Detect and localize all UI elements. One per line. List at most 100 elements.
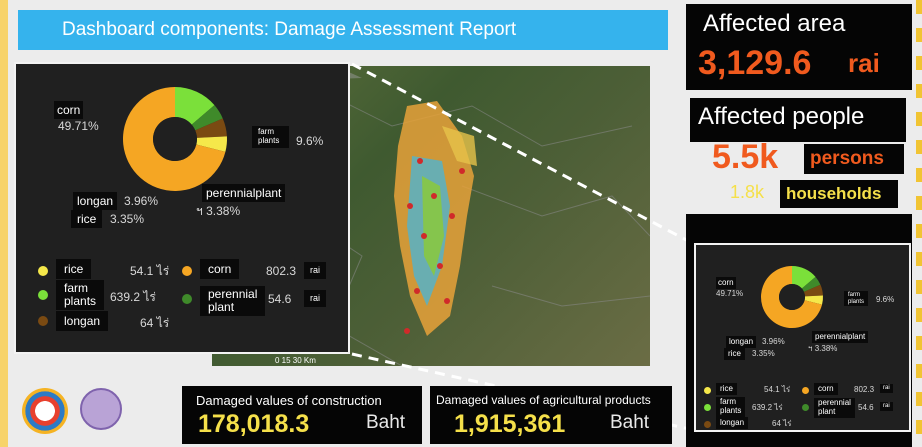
small-label-corn: corn: [716, 277, 736, 289]
label-longan: longan: [73, 192, 118, 211]
small-label-rice: rice: [724, 348, 745, 360]
donut-slice-perennial-plant: [191, 105, 223, 131]
legend-farm-plants-label: farm plants: [56, 280, 105, 311]
label-rice: rice: [71, 210, 103, 229]
small-legend-longan-dot: [704, 421, 711, 428]
small-legend-perennial-plant-label: perennial plant: [814, 398, 855, 418]
affected-area-value: 3,129.6: [698, 44, 812, 82]
legend-corn-value: 802.3: [266, 264, 297, 278]
donut-slice-farm-plants: [175, 87, 215, 125]
small-legend-perennial-plant-dot: [802, 404, 809, 411]
donut-slice-corn: [123, 87, 226, 191]
small-legend-corn-value: 802.3: [854, 385, 875, 394]
small-pct-corn: 49.71%: [716, 289, 744, 298]
small-legend-farm-plants-dot: [704, 404, 711, 411]
legend-perennial-plant-dot: [182, 294, 192, 304]
small-legend-farm-plants-label: farm plants: [716, 397, 746, 417]
small-label-farm-plants: farm plants: [844, 291, 869, 307]
donut-slices-small: [761, 266, 823, 328]
legend-rice-value: 54.1 ไร่: [130, 264, 170, 278]
pct-longan: 3.96%: [124, 194, 159, 208]
legend-rice-label: rice: [56, 259, 92, 280]
donut-slices: [123, 87, 227, 191]
affected-area-label: Affected area: [703, 10, 846, 37]
affected-people-unit: persons: [810, 148, 884, 169]
donut-slice-rice: [804, 295, 823, 305]
donut-hole: [153, 117, 197, 161]
small-pct-rice: 3.35%: [752, 349, 775, 358]
small-legend-corn-unit: rai: [880, 384, 893, 394]
small-legend-perennial-plant-unit: rai: [880, 402, 893, 412]
affected-people-value: 5.5k: [712, 138, 779, 176]
institution-logo-right: [80, 388, 122, 430]
left-accent-bar: [0, 0, 8, 447]
construction-card: [182, 386, 422, 444]
small-label-perennial-plant: perennialplant: [812, 331, 869, 343]
donut-slice-longan: [195, 118, 227, 138]
households-unit: households: [786, 184, 882, 203]
legend-perennial-plant-unit: rai: [304, 290, 327, 307]
persons-unit-bg: [804, 144, 904, 174]
small-legend-corn-label: corn: [814, 383, 838, 395]
agriculture-value: 1,915,361: [454, 410, 566, 438]
households-unit-bg: [780, 180, 898, 208]
donut-panel-small: corn 49.71% farm plants 9.6% longan 3.96…: [694, 243, 911, 432]
page-title: Dashboard components: Damage Assessment …: [62, 19, 517, 40]
donut-chart-large: [123, 87, 227, 191]
small-legend-corn-dot: [802, 387, 809, 394]
right-dashed-border: [916, 0, 922, 447]
legend-corn-dot: [182, 266, 192, 276]
small-legend-rice-dot: [704, 387, 711, 394]
construction-unit: Baht: [366, 412, 406, 433]
donut-hole-small: [779, 284, 805, 310]
affected-people-label: Affected people: [698, 103, 865, 130]
donut-panel-large: corn 49.71% farm plants 9.6% longan 3.96…: [14, 62, 350, 354]
small-legend-longan-label: longan: [716, 417, 749, 429]
affected-area-unit: rai: [848, 48, 880, 78]
legend-longan-dot: [38, 316, 48, 326]
small-label-longan: longan: [726, 336, 757, 348]
small-pct-perennial-plant: ฯ 3.38%: [808, 344, 838, 353]
legend-corn-label: corn: [200, 259, 240, 280]
households-value: 1.8k: [730, 182, 765, 202]
institution-logo-left: [22, 388, 68, 434]
agriculture-unit: Baht: [610, 412, 650, 433]
legend-rice-dot: [38, 266, 48, 276]
title-bar: Dashboard components: Damage Assessment …: [18, 10, 668, 50]
pct-corn: 49.71%: [58, 119, 99, 133]
legend-longan-value: 64 ไร่: [140, 316, 170, 330]
legend-farm-plants-dot: [38, 290, 48, 300]
map-scale: 0 15 30 Km: [275, 356, 316, 365]
pct-rice: 3.35%: [110, 212, 145, 226]
affected-area-card: [686, 4, 912, 90]
donut-slice-rice: [196, 136, 227, 152]
label-farm-plants: farm plants: [252, 126, 290, 148]
donut-slice-corn: [761, 266, 823, 328]
small-legend-rice-value: 54.1 ไร่: [764, 385, 791, 394]
legend-corn-unit: rai: [304, 262, 327, 279]
pct-farm-plants: 9.6%: [296, 134, 324, 148]
small-pct-longan: 3.96%: [762, 337, 785, 346]
donut-chart-small: [761, 266, 823, 328]
legend-longan-label: longan: [56, 311, 109, 332]
agriculture-card: [430, 386, 672, 444]
label-corn: corn: [54, 101, 84, 120]
construction-label: Damaged values of construction: [196, 393, 382, 408]
agriculture-label: Damaged values of agricultural products: [436, 393, 651, 407]
construction-value: 178,018.3: [198, 410, 310, 438]
small-legend-farm-plants-value: 639.2 ไร่: [752, 403, 783, 412]
pct-perennial-plant: ฯ 3.38%: [196, 204, 241, 218]
donut-slice-longan: [803, 284, 823, 297]
legend-perennial-plant-label: perennial plant: [200, 286, 266, 317]
legend-perennial-plant-value: 54.6: [268, 292, 292, 306]
donut-slice-farm-plants: [792, 266, 816, 289]
small-legend-longan-value: 64 ไร่: [772, 419, 792, 428]
small-legend-rice-label: rice: [716, 383, 737, 395]
legend-farm-plants-value: 639.2 ไร่: [110, 290, 156, 304]
label-perennial-plant: perennialplant: [202, 184, 286, 203]
donut-slice-perennial-plant: [801, 276, 821, 292]
small-legend-perennial-plant-value: 54.6: [858, 403, 874, 412]
small-pct-farm-plants: 9.6%: [876, 295, 895, 304]
affected-people-header: [690, 98, 906, 142]
